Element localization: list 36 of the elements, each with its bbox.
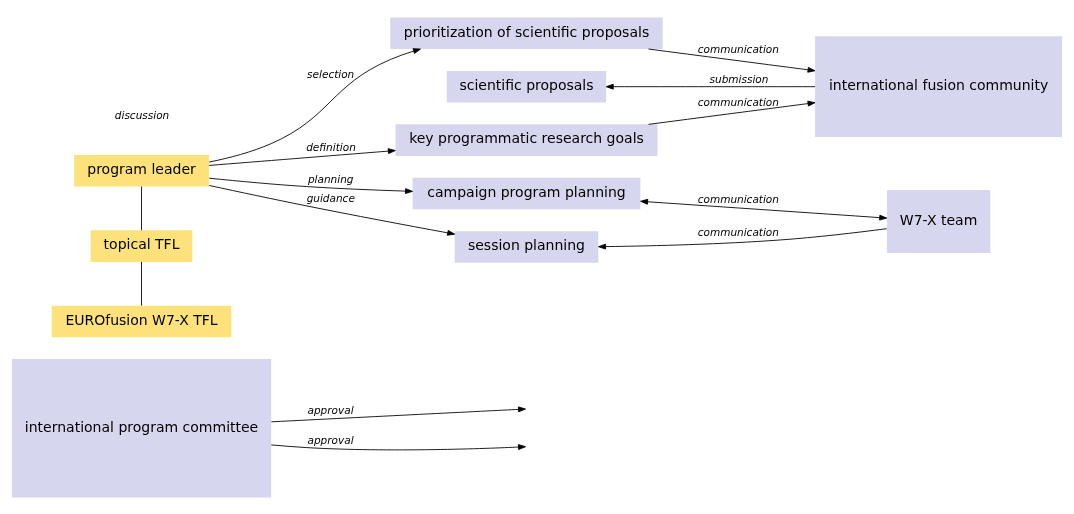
node-box: program leader <box>74 154 209 187</box>
arrow <box>640 198 888 220</box>
node-box: key programmatic research goals <box>395 123 658 156</box>
label: discussion <box>114 108 170 121</box>
node-box: international fusion community <box>815 35 1063 137</box>
edge-label: communication <box>697 192 779 205</box>
arrow <box>598 227 888 249</box>
node-box: topical TFL <box>90 229 193 262</box>
arrow <box>208 177 413 194</box>
node-box: campaign program planning <box>412 177 641 209</box>
edge-label: approval <box>307 433 354 446</box>
node-box: W7-X team <box>886 189 991 253</box>
arrow <box>208 184 456 236</box>
arrow <box>208 147 396 166</box>
node-box: EUROfusion W7-X TFL <box>51 305 232 337</box>
arrow <box>648 100 816 125</box>
edge-label: communication <box>697 225 779 238</box>
arrow <box>648 48 816 73</box>
edge-label: guidance <box>306 191 355 204</box>
edge-label: planning <box>307 172 354 185</box>
edge-label: submission <box>709 72 769 85</box>
edge-label: definition <box>306 140 356 153</box>
arrow <box>270 406 526 422</box>
arrow <box>208 47 421 162</box>
edge-label: communication <box>697 95 779 108</box>
edge-label: selection <box>307 67 355 80</box>
node-box: scientific proposals <box>446 70 607 102</box>
arrow <box>270 443 526 450</box>
node-box: prioritization of scientific proposals <box>390 17 663 49</box>
node-box: international program committee <box>11 358 272 497</box>
edge-label: approval <box>307 403 354 416</box>
edge-label: communication <box>697 42 779 55</box>
connector <box>141 185 142 231</box>
connector <box>141 260 142 306</box>
node-box: session planning <box>454 230 599 263</box>
arrow <box>605 83 816 90</box>
